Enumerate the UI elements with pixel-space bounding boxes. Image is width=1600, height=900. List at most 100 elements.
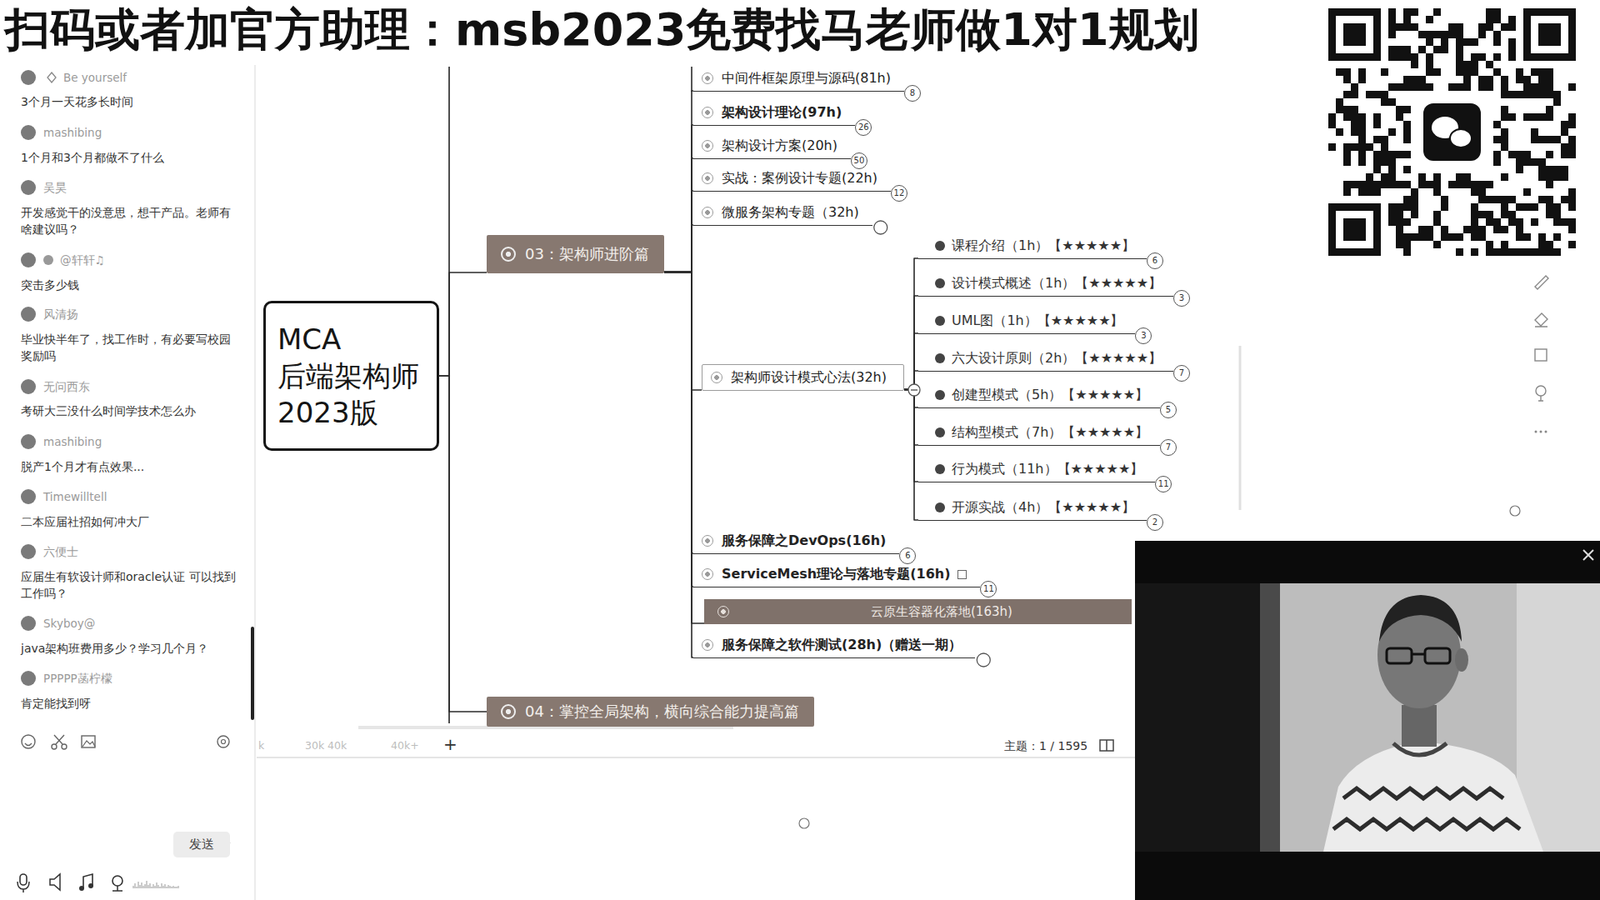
qr-module (1493, 53, 1501, 61)
qr-module (1380, 90, 1389, 99)
chat-username: Be yourself (63, 70, 127, 85)
count-badge: 50 (850, 152, 868, 170)
qr-module (1425, 83, 1434, 91)
topic-icon (710, 371, 723, 384)
qr-module (1463, 180, 1471, 189)
qr-module (1500, 135, 1509, 144)
webcam-shadow (1135, 583, 1260, 852)
user-avatar (20, 489, 36, 505)
qr-module (1515, 75, 1524, 84)
qr-module (1470, 248, 1479, 256)
qr-module (1515, 90, 1524, 99)
topic-icon (701, 140, 714, 152)
zoom-tab: k (258, 738, 265, 754)
node-label: MCA 后端架构师 2023版 (277, 320, 430, 431)
person-ear (1455, 648, 1469, 672)
qr-module (1365, 90, 1374, 99)
count-badge: 11 (1155, 475, 1172, 493)
chat-message: 3个月一天花多长时间 (20, 93, 240, 110)
chat-message: 开发感觉干的没意思，想干产品。老师有啥建议吗？ (20, 204, 240, 238)
qr-module (1545, 75, 1554, 84)
qr-module (1545, 195, 1554, 204)
qr-module (1523, 83, 1531, 91)
topic-node: 架构设计方案(20h) (693, 133, 851, 160)
qr-module (1410, 233, 1419, 241)
qr-module (1463, 60, 1471, 69)
qr-module (1530, 248, 1539, 256)
qr-module (1388, 8, 1396, 16)
qr-module (1433, 8, 1441, 16)
qr-module (1403, 165, 1411, 174)
qr-module (1568, 203, 1576, 211)
subtopic-node: 结构型模式（7h）【★★★★★】 (918, 420, 1160, 446)
qr-module (1403, 23, 1411, 31)
music-icon (83, 874, 93, 889)
chat-username: 吴昊 (43, 180, 67, 195)
qr-module (1463, 173, 1471, 181)
image-icon (81, 735, 95, 748)
subtopic-node: 设计模式概述（1h）【★★★★★】 (918, 270, 1174, 297)
selected-topic-node: 架构师设计模式心法(32h) (701, 364, 905, 391)
qr-module (1568, 143, 1576, 151)
qr-module (1470, 60, 1479, 69)
qr-module (1380, 150, 1389, 159)
qr-module (1373, 120, 1381, 129)
qr-module (1455, 248, 1464, 256)
qr-module (1395, 83, 1404, 91)
chat-username: Timewilltell (43, 490, 107, 504)
music-icon (79, 885, 85, 891)
chat-message: 1个月和3个月都做不了什么 (20, 149, 240, 166)
person-glasses (1425, 648, 1450, 664)
qr-module (1530, 113, 1539, 121)
qr-module (1395, 53, 1404, 61)
qr-module (1508, 150, 1516, 159)
qr-module (1343, 188, 1351, 196)
qr-module (1470, 38, 1479, 46)
qr-module (1410, 75, 1419, 84)
qr-module (1463, 68, 1471, 76)
qr-module (1440, 30, 1449, 39)
qr-module (1560, 143, 1569, 151)
qr-module (1545, 165, 1554, 174)
qr-finder (1343, 218, 1366, 241)
user-badge-icon (43, 255, 54, 265)
qr-module (1470, 53, 1479, 61)
qr-module (1373, 165, 1381, 174)
qr-module (1358, 158, 1366, 166)
qr-module (1500, 248, 1509, 256)
chat-username: @轩轩♫ (60, 253, 105, 267)
node-label: 微服务架构专题（32h) (721, 204, 860, 220)
node-label: 创建型模式（5h）【★★★★★】 (951, 386, 1149, 403)
frame-icon (1535, 349, 1547, 361)
qr-module (1485, 248, 1494, 256)
qr-module (1485, 83, 1494, 91)
qr-finder (1530, 15, 1569, 54)
node-label: 结构型模式（7h）【★★★★★】 (951, 424, 1149, 440)
qr-module (1493, 225, 1501, 234)
qr-module (1485, 75, 1494, 84)
qr-module (1500, 210, 1509, 219)
topic-node: 架构设计理论(97h) (693, 100, 855, 126)
qr-module (1403, 150, 1411, 159)
qr-module (1350, 90, 1359, 99)
qr-module (1418, 225, 1426, 234)
count-badge: 2 (1146, 514, 1164, 531)
count-badge: 12 (890, 185, 908, 202)
topic-icon (701, 206, 714, 219)
qr-module (1440, 233, 1449, 241)
qr-module (1335, 68, 1344, 76)
qr-module (1388, 210, 1396, 219)
chat-username: 六便士 (43, 545, 79, 559)
mindmap-connector (904, 390, 919, 521)
qr-module (1538, 75, 1546, 84)
qr-module (1538, 158, 1546, 166)
bullet-dot (935, 464, 945, 475)
qr-module (1373, 188, 1381, 196)
qr-module (1433, 173, 1441, 181)
qr-module (1485, 60, 1494, 69)
qr-module (1568, 135, 1576, 144)
qr-module (1568, 120, 1576, 129)
qr-module (1335, 105, 1344, 114)
qr-module (1350, 113, 1359, 121)
